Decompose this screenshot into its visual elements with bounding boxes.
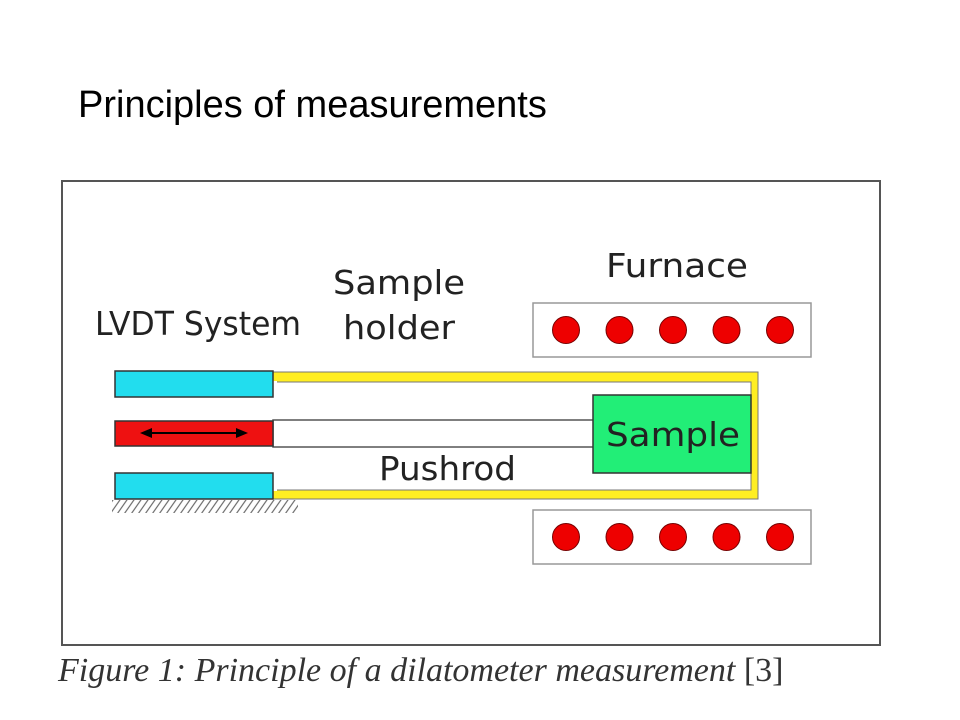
heater-element [659, 523, 687, 551]
sample-label: Sample [606, 415, 740, 454]
heater-element [659, 316, 687, 344]
sample-holder-label-line2: holder [343, 308, 455, 347]
caption-reference: [3] [743, 652, 784, 689]
heater-element [712, 523, 741, 551]
heater-element [766, 523, 794, 551]
figure-caption: Figure 1: Principle of a dilatometer mea… [58, 652, 784, 690]
ground-hatch [112, 500, 298, 513]
heater-element [766, 316, 794, 344]
heater-element [552, 523, 580, 551]
sample [592, 394, 752, 474]
slide-title: Principles of measurements [78, 84, 547, 126]
lvdt-coil-top [114, 370, 274, 398]
pushrod-label: Pushrod [379, 449, 516, 488]
sample-holder-label-line1: Sample [333, 263, 465, 302]
pushrod [272, 419, 599, 448]
furnace-label: Furnace [606, 246, 748, 285]
heater-element [712, 316, 741, 344]
lvdt-coil-bottom [114, 472, 274, 500]
heater-element [552, 316, 580, 344]
double-arrow-icon [140, 428, 248, 438]
heater-element [605, 316, 634, 344]
caption-text: Figure 1: Principle of a dilatometer mea… [58, 652, 736, 689]
furnace-heaters [552, 316, 794, 551]
lvdt-label: LVDT System [95, 304, 301, 343]
heater-element [605, 523, 634, 551]
